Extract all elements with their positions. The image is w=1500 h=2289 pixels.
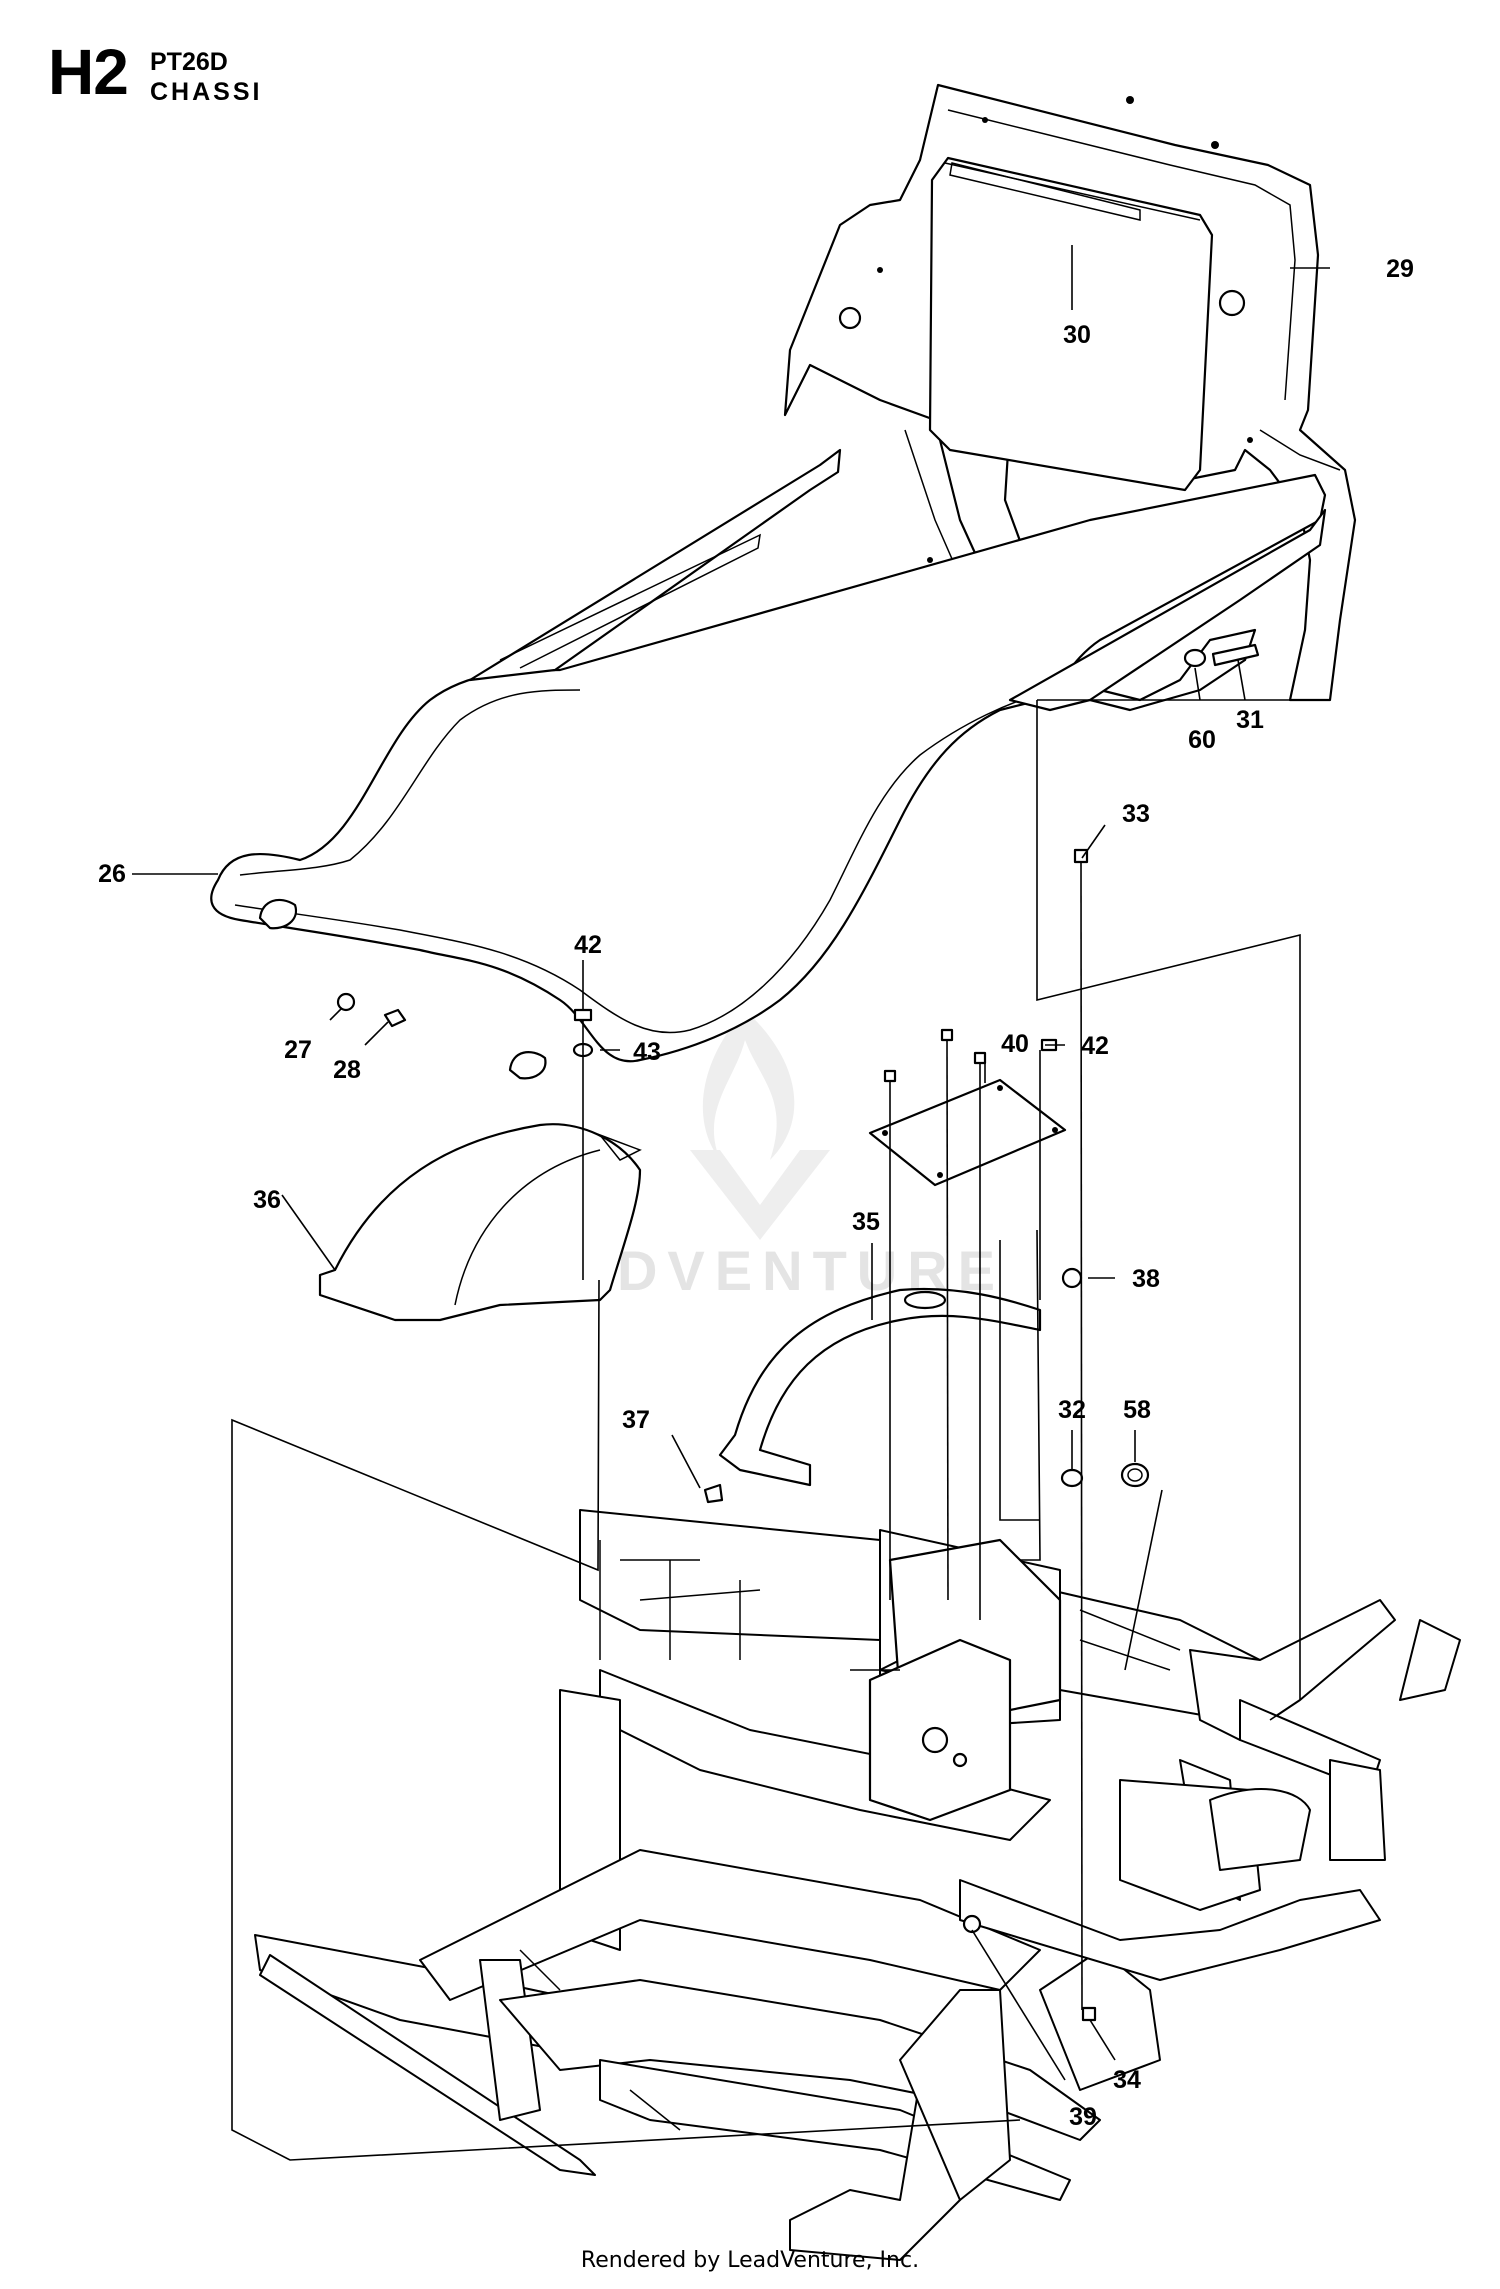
callout-60: 60: [1188, 726, 1216, 754]
callout-labels: 26 27 28 29 30 31 32 33 34 35 36 37 38 3…: [98, 255, 1414, 2131]
part-60-washer: [1183, 648, 1207, 668]
group-name: CHASSI: [150, 78, 263, 106]
callout-27: 27: [284, 1036, 312, 1064]
callout-26: 26: [98, 860, 126, 888]
callout-35: 35: [852, 1208, 880, 1236]
callout-43: 43: [633, 1038, 661, 1066]
callout-58: 58: [1123, 1396, 1151, 1424]
part-37-clip: [703, 1483, 724, 1504]
battery-box: [868, 1538, 1062, 1822]
left-fender: [318, 1123, 642, 1322]
part-34-nut: [1081, 2006, 1097, 2022]
callout-31: 31: [1236, 706, 1264, 734]
footer-credit: Rendered by LeadVenture, Inc.: [580, 2248, 920, 2273]
model-name: PT26D: [150, 48, 228, 76]
part-28-screw: [383, 1008, 407, 1028]
assembly-lines: [231, 699, 1301, 2161]
callout-40: 40: [1001, 1030, 1029, 1058]
callout-36: 36: [253, 1186, 281, 1214]
part-42-nut-a: [573, 1008, 593, 1022]
right-fender: [718, 1287, 1042, 1487]
callout-34: 34: [1113, 2066, 1141, 2094]
callout-42-upper: 42: [574, 931, 602, 959]
part-32-nut: [1060, 1468, 1084, 1488]
part-58-grommet: [1120, 1462, 1150, 1488]
seat-support-frame: [210, 448, 1327, 1080]
part-33-bolt: [1073, 848, 1089, 864]
seat-pan: [783, 83, 1357, 712]
cover-plate: [868, 1078, 1067, 1187]
callout-39: 39: [1069, 2103, 1097, 2131]
callout-28: 28: [333, 1056, 361, 1084]
leader-lines: [132, 245, 1330, 2081]
part-27-cap: [336, 992, 356, 1012]
chassis-frame: [254, 1509, 1461, 2261]
section-code: H2: [48, 36, 129, 108]
callout-32: 32: [1058, 1396, 1086, 1424]
callout-37: 37: [622, 1406, 650, 1434]
part-38-nut: [1061, 1267, 1083, 1289]
part-31-bolt: [1211, 643, 1260, 667]
callout-30: 30: [1063, 321, 1091, 349]
callout-33: 33: [1122, 800, 1150, 828]
callout-29: 29: [1386, 255, 1414, 283]
hardware: [336, 643, 1260, 2022]
part-39-nut: [962, 1914, 982, 1934]
callout-42-right: 42: [1081, 1032, 1109, 1060]
callout-38: 38: [1132, 1265, 1160, 1293]
